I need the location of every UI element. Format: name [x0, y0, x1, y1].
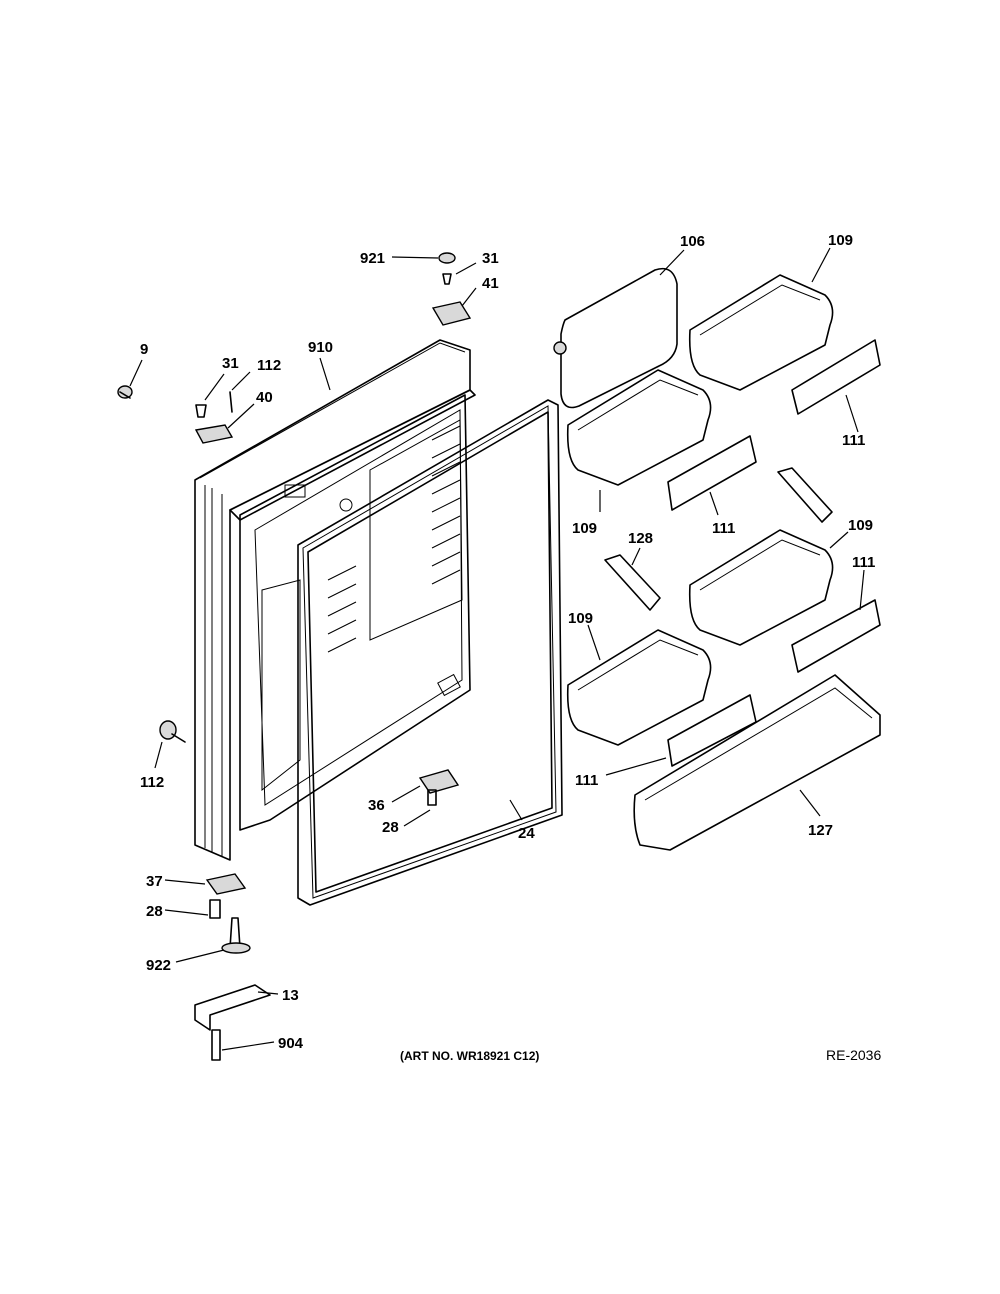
door-gasket [297, 399, 563, 906]
door-bin-109-top-right [688, 274, 834, 391]
handle-screw-9 [117, 385, 133, 399]
door-bin-109-mid-right [688, 529, 834, 646]
callout-127: 127 [808, 822, 833, 839]
callout-41: 41 [482, 275, 499, 292]
callout-112-top: 112 [257, 357, 281, 374]
door-shelf-rails [327, 425, 461, 653]
door-bin-109-mid-left [566, 369, 712, 486]
callout-922: 922 [146, 957, 171, 974]
callout-111-top-right: 111 [842, 432, 865, 449]
door-outer-panel [194, 339, 476, 861]
callout-109-mid-right: 109 [848, 517, 873, 534]
reference-code: RE-2036 [826, 1047, 881, 1063]
callout-128: 128 [628, 530, 653, 547]
bottom-hinge-cover-36 [418, 769, 460, 806]
callout-109-low-left: 109 [568, 610, 593, 627]
callout-910: 910 [308, 339, 333, 356]
callout-40: 40 [256, 389, 273, 406]
callout-921: 921 [360, 250, 385, 267]
hinge-screws-left [194, 391, 234, 444]
callout-112-side: 112 [140, 774, 164, 791]
bin-end-caps-128 [604, 467, 833, 611]
callout-109-top-right: 109 [828, 232, 853, 249]
callout-28-center: 28 [382, 819, 399, 836]
bottom-hinge-parts [194, 873, 271, 1061]
screw-112-side [159, 720, 186, 743]
callout-31-left: 31 [222, 355, 239, 372]
art-number-caption: (ART NO. WR18921 C12) [400, 1049, 539, 1063]
callout-111-low: 111 [575, 772, 598, 789]
callout-31-top: 31 [482, 250, 499, 267]
leader-lines [129, 247, 865, 1051]
callout-13: 13 [282, 987, 299, 1004]
callout-37: 37 [146, 873, 163, 890]
dairy-compartment-106 [553, 267, 678, 409]
callout-24: 24 [518, 825, 535, 842]
door-bin-109-low-left [566, 629, 712, 746]
callout-28-bottom: 28 [146, 903, 163, 920]
callout-9: 9 [140, 341, 148, 358]
callout-111-mid: 111 [712, 520, 735, 537]
door-inner-liner [239, 394, 471, 831]
callout-labels: 921 31 41 106 109 9 31 112 910 40 111 10… [140, 232, 875, 1052]
callout-106: 106 [680, 233, 705, 250]
top-hinge-plug [431, 252, 472, 326]
callout-904: 904 [278, 1035, 304, 1052]
callout-111-mid-right: 111 [852, 554, 875, 571]
callout-36: 36 [368, 797, 385, 814]
bottom-bin-127 [633, 674, 881, 851]
callout-109-mid-left: 109 [572, 520, 597, 537]
